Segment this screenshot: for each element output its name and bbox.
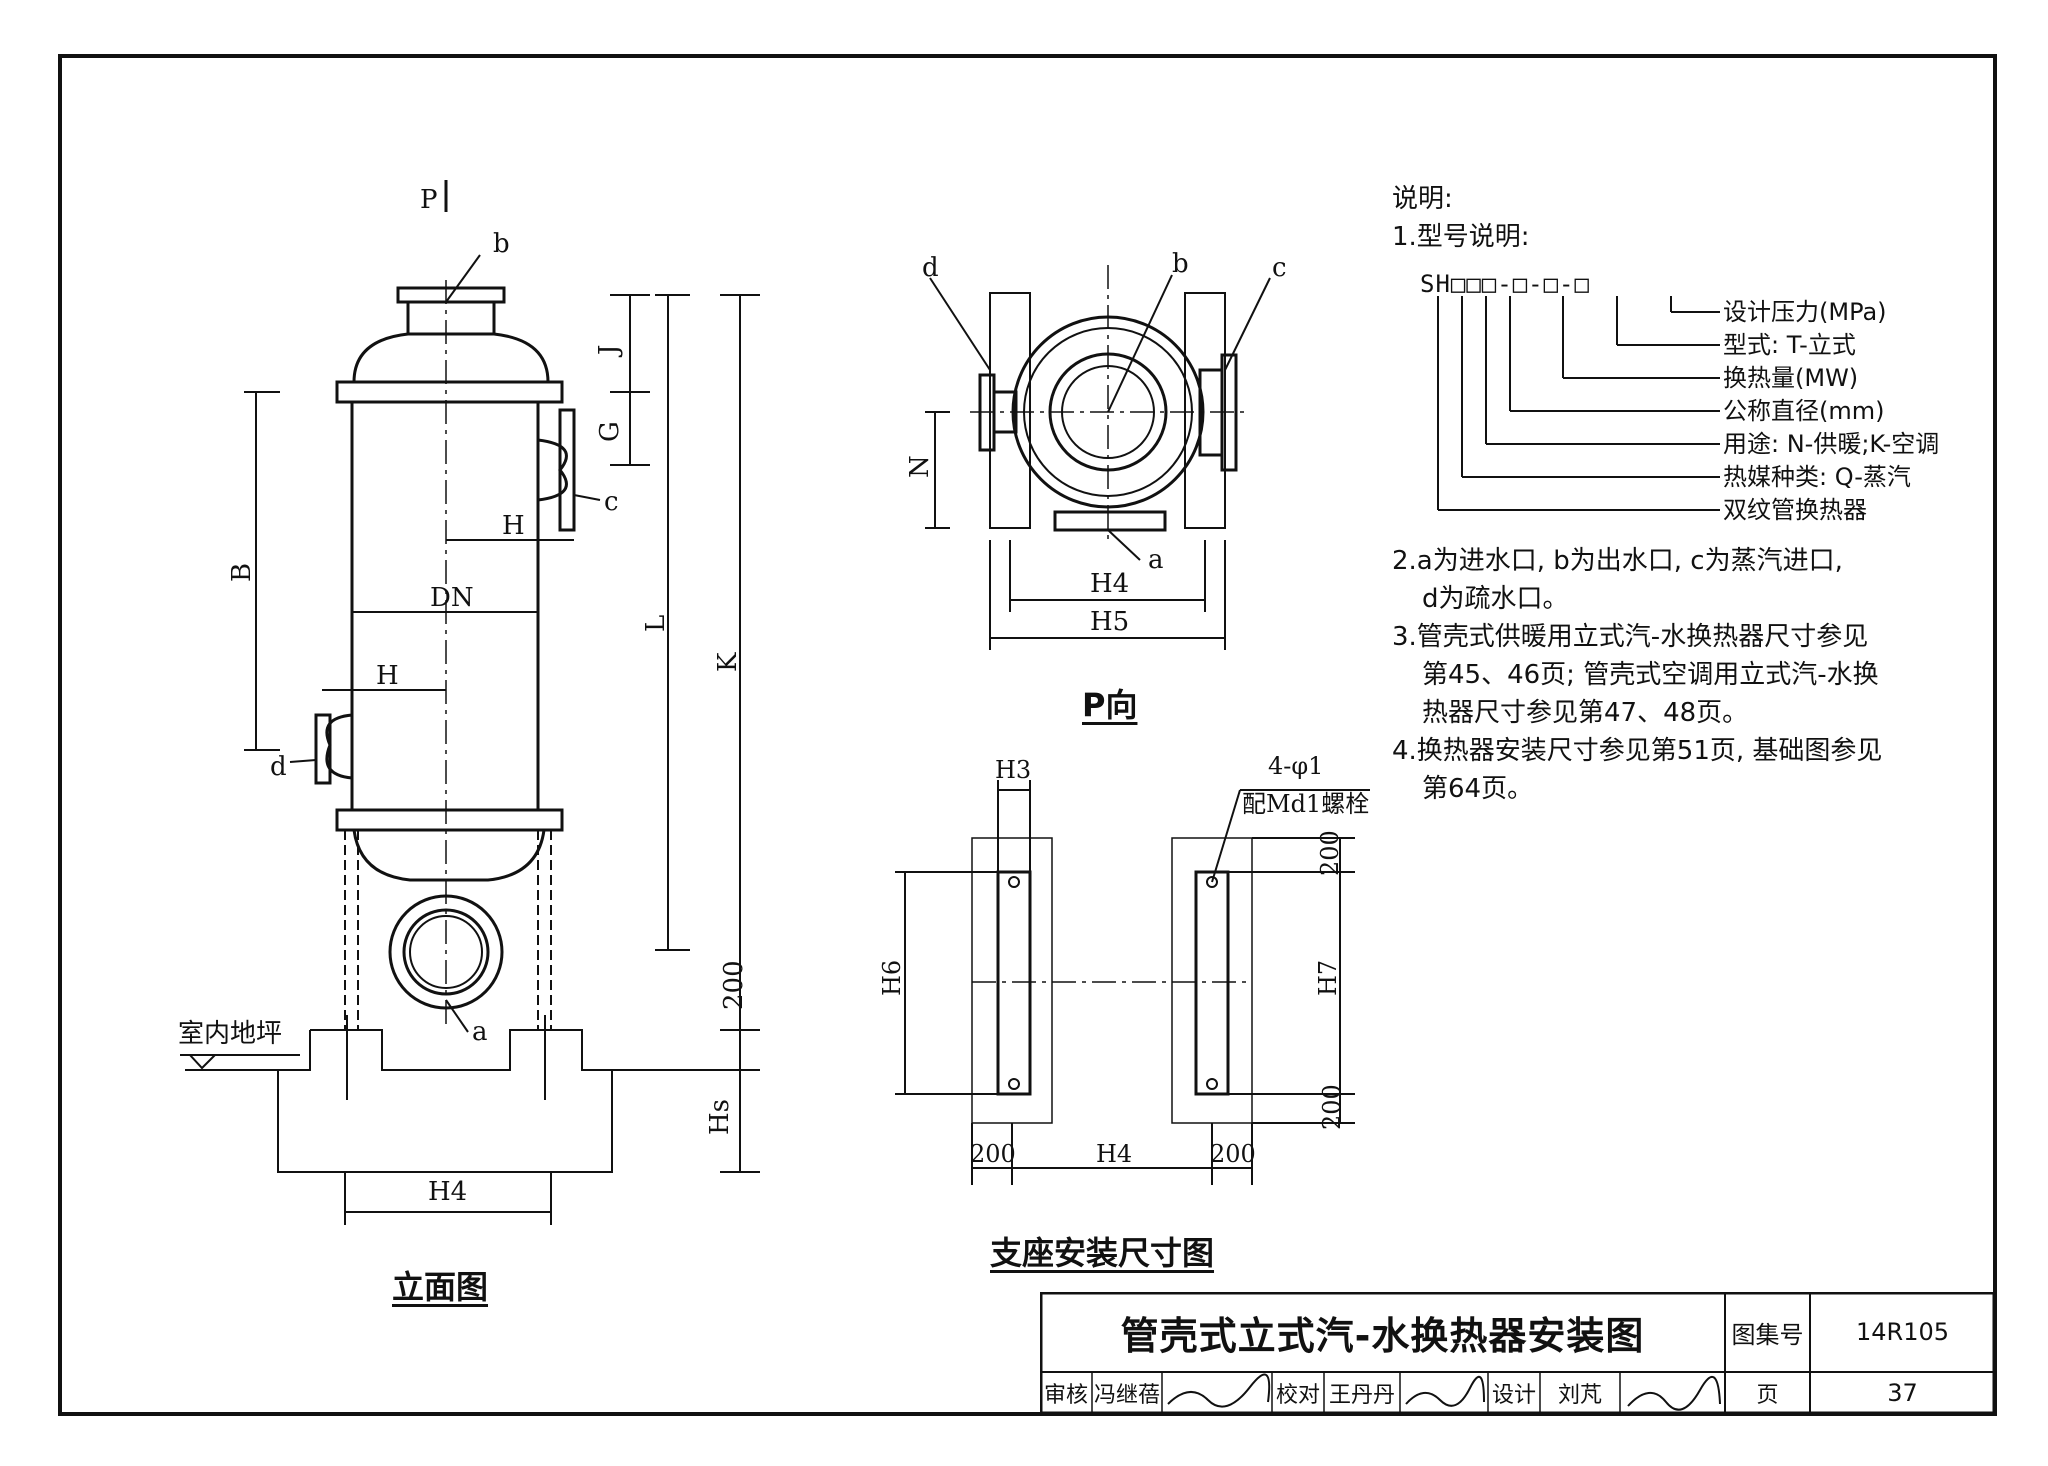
support-caption: 支座安装尺寸图: [990, 1234, 1215, 1272]
elevation-view: [180, 180, 1370, 1225]
model-legend-heat: 换热量(MW): [1723, 364, 1859, 392]
drawing-border: [58, 54, 1997, 1416]
note-item-4-line1: 4.换热器安装尺寸参见第51页, 基础图参见: [1392, 736, 1883, 766]
reviewer-signature: [1167, 1373, 1271, 1408]
p-view-caption: P向: [1082, 686, 1138, 724]
label-c: c: [604, 487, 619, 517]
model-legend-use: 用途: N-供暖;K-空调: [1723, 430, 1940, 458]
dim-200: 200: [719, 960, 749, 1010]
review-label: 审核: [1043, 1383, 1088, 1408]
bolt-note: 配Md1螺栓: [1242, 790, 1369, 818]
dim-g: G: [595, 421, 625, 442]
dim-l: L: [641, 615, 671, 632]
designer-name: 刘芃: [1557, 1383, 1602, 1408]
p-view-marker: P: [420, 185, 438, 215]
support-dim-h7: H7: [1314, 960, 1342, 996]
dim-h-upper: H: [502, 511, 525, 541]
label-d: d: [270, 752, 287, 782]
p-label-b: b: [1172, 249, 1189, 279]
notes-continued: 2.a为进水口, b为出水口, c为蒸汽进口, d为疏水口。 3.管壳式供暖用立…: [1392, 542, 2032, 808]
support-dim-200-top: 200: [1316, 830, 1344, 876]
note-item-1: 1.型号说明:: [1392, 222, 1530, 252]
dim-j: J: [594, 345, 624, 358]
label-a: a: [472, 1017, 488, 1047]
notes-block: 说明: 1.型号说明:: [1392, 180, 2032, 256]
elevation-caption: 立面图: [392, 1268, 489, 1306]
dim-h-lower: H: [376, 661, 399, 691]
p-view: [925, 265, 1271, 650]
bolt-count: 4-φ1: [1268, 752, 1323, 780]
floor-label: 室内地坪: [178, 1019, 282, 1049]
dim-dn: DN: [430, 583, 474, 613]
check-label: 校对: [1275, 1383, 1320, 1408]
note-item-4-line2: 第64页。: [1422, 774, 1534, 804]
note-item-2-line1: 2.a为进水口, b为出水口, c为蒸汽进口,: [1392, 546, 1843, 576]
title-block-grid: [1040, 1292, 1995, 1414]
model-code-leaders: [1437, 296, 1720, 511]
atlas-number: 14R105: [1855, 1318, 1950, 1346]
dim-k: K: [713, 652, 743, 672]
model-legend-exchanger: 双纹管换热器: [1723, 496, 1867, 524]
page-number: 37: [1887, 1379, 1918, 1407]
label-b: b: [493, 229, 510, 259]
atlas-label: 图集号: [1731, 1320, 1804, 1349]
design-label: 设计: [1491, 1383, 1536, 1408]
checker-signature: [1405, 1375, 1485, 1407]
support-dim-h6: H6: [878, 960, 906, 996]
designer-signature: [1627, 1375, 1721, 1411]
model-legend-diameter: 公称直径(mm): [1723, 397, 1885, 425]
model-legend-medium: 热媒种类: Q-蒸汽: [1723, 463, 1911, 491]
p-label-d: d: [922, 253, 939, 283]
dim-hs: Hs: [705, 1099, 735, 1135]
support-dim-200-left: 200: [970, 1140, 1016, 1168]
dim-h4-elevation: H4: [428, 1177, 467, 1207]
model-code: SH□□□-□-□-□: [1420, 270, 1590, 298]
model-legend-pressure: 设计压力(MPa): [1723, 298, 1887, 326]
reviewer-name: 冯继蓓: [1093, 1383, 1160, 1408]
dim-b: B: [227, 563, 257, 582]
note-item-3-line2: 第45、46页; 管壳式空调用立式汽-水换: [1422, 660, 1879, 690]
support-view: [895, 780, 1370, 1185]
support-dim-h4: H4: [1096, 1140, 1132, 1168]
note-item-3-line1: 3.管壳式供暖用立式汽-水换热器尺寸参见: [1392, 622, 1869, 652]
notes-heading: 说明:: [1392, 184, 1453, 214]
p-dim-h5: H5: [1090, 607, 1129, 637]
note-item-3-line3: 热器尺寸参见第47、48页。: [1422, 698, 1749, 728]
title-block: 管壳式立式汽-水换热器安装图 图集号 14R105 审核 冯继蓓 校对 王丹丹 …: [1040, 1292, 1995, 1414]
p-dim-n: N: [905, 455, 935, 478]
p-label-c: c: [1272, 253, 1287, 283]
support-dim-h3: H3: [995, 756, 1031, 784]
model-legend: 设计压力(MPa) 型式: T-立式 换热量(MW) 公称直径(mm) 用途: …: [1723, 296, 1939, 527]
checker-name: 王丹丹: [1328, 1383, 1395, 1408]
drawing-title: 管壳式立式汽-水换热器安装图: [1120, 1313, 1645, 1358]
page-label: 页: [1756, 1383, 1779, 1408]
p-dim-h4: H4: [1090, 569, 1129, 599]
p-label-a: a: [1148, 545, 1164, 575]
model-legend-type: 型式: T-立式: [1723, 331, 1856, 359]
note-item-2-line2: d为疏水口。: [1422, 584, 1569, 614]
support-dim-200-bottom: 200: [1318, 1084, 1346, 1130]
support-dim-200-right: 200: [1210, 1140, 1256, 1168]
